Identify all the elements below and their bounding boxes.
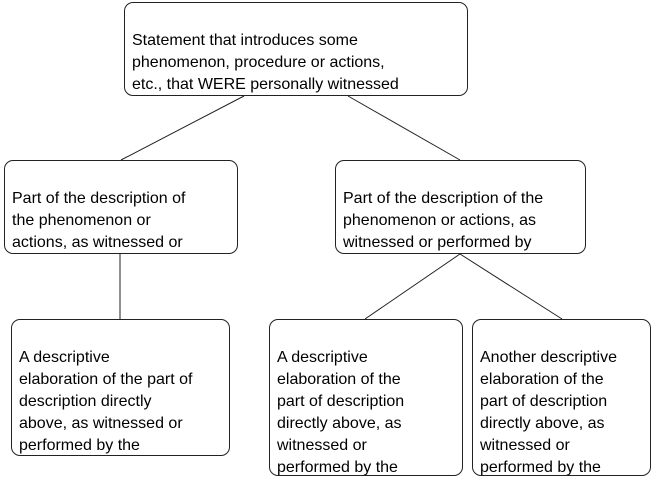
root-statement-box: Statement that introduces some phenomeno… — [124, 2, 468, 96]
elaboration-left-box: A descriptive elaboration of the part of… — [11, 319, 230, 456]
connector-root-to-left — [120, 95, 245, 161]
description-part-left-text: Part of the description of the phenomeno… — [12, 190, 186, 251]
connector-right-to-child-1 — [364, 253, 461, 320]
description-part-right-text: Part of the description of the phenomeno… — [343, 190, 544, 251]
root-statement-text: Statement that introduces some phenomeno… — [132, 32, 399, 93]
elaboration-right-second-box: Another descriptive elaboration of the p… — [472, 319, 651, 476]
elaboration-right-first-box: A descriptive elaboration of the part of… — [269, 319, 463, 476]
description-part-left-box: Part of the description of the phenomeno… — [4, 160, 238, 254]
elaboration-right-second-text: Another descriptive elaboration of the p… — [480, 349, 617, 476]
elaboration-left-text: A descriptive elaboration of the part of… — [19, 349, 193, 454]
connector-root-to-right — [347, 95, 461, 161]
connector-right-to-child-2 — [459, 253, 563, 320]
elaboration-right-first-text: A descriptive elaboration of the part of… — [277, 349, 405, 476]
description-part-right-box: Part of the description of the phenomeno… — [335, 160, 586, 254]
